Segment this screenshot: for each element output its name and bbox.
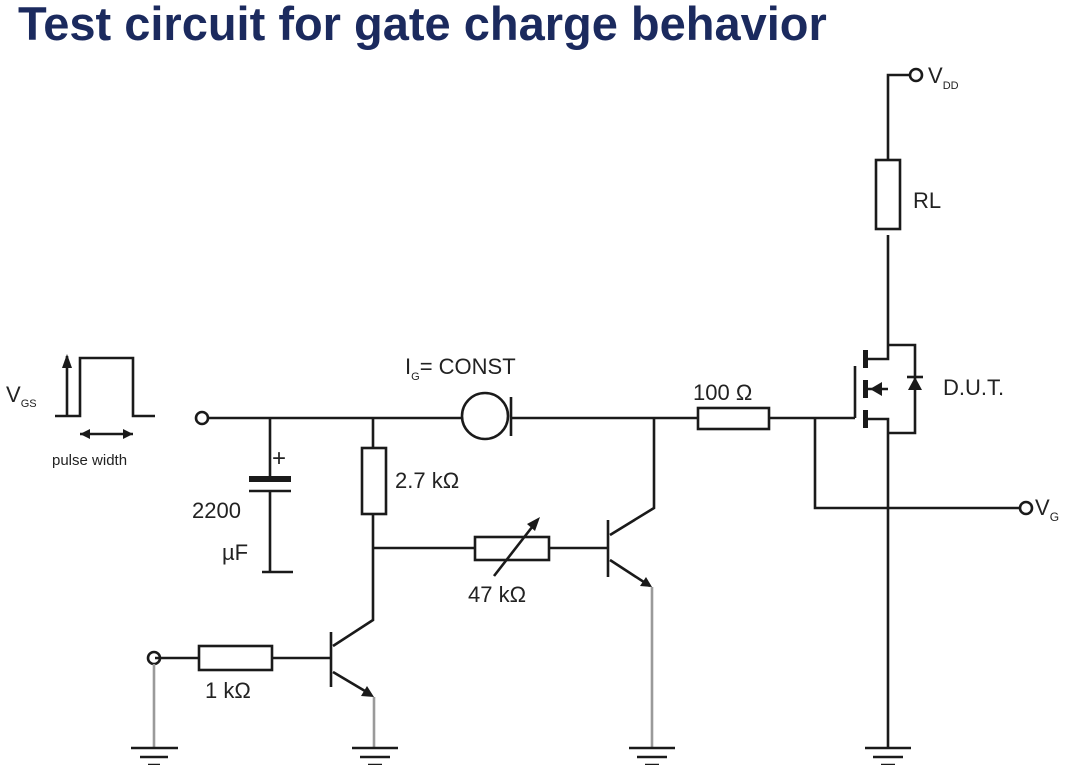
vg-sense-wire <box>813 418 1020 510</box>
resistor-1k <box>197 644 274 672</box>
ground-symbol <box>131 746 178 765</box>
vgs-pulse-waveform <box>55 354 155 439</box>
rl-label: RL <box>913 188 941 213</box>
dut-mosfet <box>853 235 923 748</box>
upper-npn-transistor <box>606 418 656 748</box>
resistor-100 <box>696 406 771 431</box>
vdd-wire <box>886 73 910 160</box>
resistor-100-label: 100 Ω <box>693 380 752 405</box>
lower-npn-transistor <box>329 632 376 748</box>
pulse-width-label: pulse width <box>52 452 127 469</box>
input-terminal <box>194 410 210 426</box>
resistor-rl <box>874 158 902 231</box>
constant-current-source <box>460 391 654 441</box>
ground-symbol <box>865 746 911 765</box>
capacitor-plus-sign: + <box>272 445 286 472</box>
dut-label: D.U.T. <box>943 375 1004 400</box>
resistor-1k-label: 1 kΩ <box>205 678 251 703</box>
capacitor-unit-label: µF <box>222 540 248 565</box>
vg-label: VG <box>1035 495 1059 524</box>
resistor-47k-variable <box>473 535 551 562</box>
resistor-2-7k-label: 2.7 kΩ <box>395 468 459 493</box>
capacitor-2200uf <box>249 418 293 574</box>
vdd-terminal <box>908 67 924 83</box>
ground-symbol <box>629 746 675 765</box>
capacitor-value-label: 2200 <box>192 498 241 523</box>
resistor-47k-label: 47 kΩ <box>468 582 526 607</box>
vg-terminal <box>1018 500 1034 516</box>
ig-const-label: IG= CONST <box>405 354 516 383</box>
vdd-label: VDD <box>928 63 959 92</box>
lower-collector-wire <box>332 548 375 648</box>
resistor-2-7k <box>360 446 388 516</box>
ground-symbol <box>352 746 398 765</box>
page-title: Test circuit for gate charge behavior <box>18 0 827 50</box>
vgs-label: VGS <box>6 382 37 410</box>
